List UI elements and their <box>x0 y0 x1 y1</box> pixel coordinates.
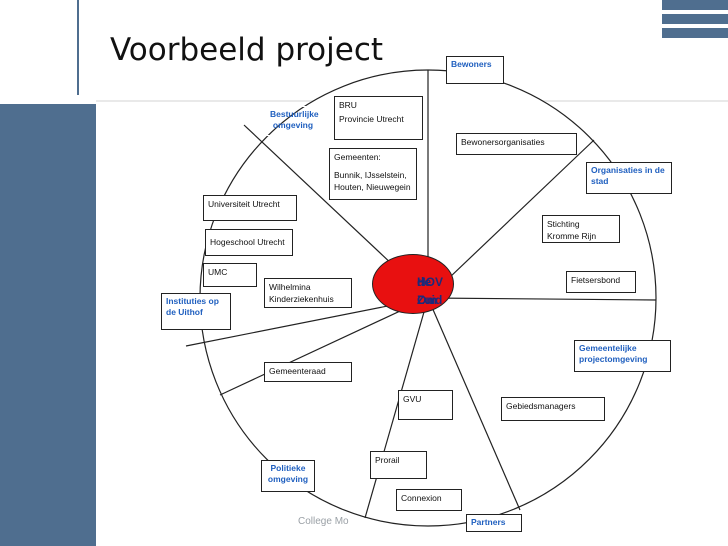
page-title: Voorbeeld project <box>110 32 384 68</box>
stakeholder-bewonersorganisaties: Bewonersorganisaties <box>456 133 577 155</box>
category-label: Politieke <box>270 463 306 473</box>
footer-text: College Mo <box>298 516 349 527</box>
center-line-2: de Zuid <box>417 275 443 307</box>
category-label: omgeving <box>272 120 314 130</box>
stakeholder-gemeenteraad: Gemeenteraad <box>264 362 352 382</box>
stakeholder-label: BRU <box>339 100 357 110</box>
category-partners: Partners <box>466 514 522 532</box>
stakeholder-label: Prorail <box>375 455 400 465</box>
stakeholder-label: Universiteit Utrecht <box>208 199 280 209</box>
stakeholder-label: Gemeenteraad <box>269 366 326 376</box>
category-label: projectomgeving <box>579 354 648 364</box>
spoke-bottom <box>364 297 429 519</box>
stakeholder-universiteit-utrecht: Universiteit Utrecht <box>203 195 297 221</box>
stakeholder-label: Gebiedsmanagers <box>506 401 576 411</box>
spoke-upper-right <box>427 139 595 299</box>
stakeholder-label: Houten, Nieuwegein <box>334 182 411 192</box>
category-label: Bestuurlijke <box>270 109 319 119</box>
stakeholder-label: Wilhelmina <box>269 282 311 292</box>
stakeholder-gvu: GVU <box>398 390 453 420</box>
stakeholder-label: Hogeschool Utrecht <box>210 237 285 247</box>
stakeholder-label: UMC <box>208 267 228 277</box>
stakeholder-gebiedsmanagers: Gebiedsmanagers <box>501 397 605 421</box>
stakeholder-connexion: Connexion <box>396 489 462 511</box>
decorative-vertical-line <box>77 0 79 95</box>
category-label: omgeving <box>267 474 309 484</box>
stakeholder-label: Provincie Utrecht <box>339 114 404 124</box>
stakeholder-fietsersbond: Fietsersbond <box>566 271 636 293</box>
category-bewoners: Bewoners <box>446 56 504 84</box>
category-label: Partners <box>471 517 506 527</box>
center-line-1: HOV Om <box>417 275 444 307</box>
category-label: Organisaties in de <box>591 165 665 175</box>
stakeholder-label: Kromme Rijn <box>547 231 597 241</box>
stripes-icon <box>662 0 728 54</box>
stakeholder-label: Gemeenten: <box>334 152 381 162</box>
stakeholder-label: Kinderziekenhuis <box>269 294 334 304</box>
category-label: Instituties op <box>166 296 219 306</box>
stakeholder-label: GVU <box>403 394 422 404</box>
stakeholder-gemeenten: Gemeenten: Bunnik, IJsselstein, Houten, Ni… <box>329 148 417 200</box>
stakeholder-label: Bewonersorganisaties <box>461 137 545 147</box>
spoke-lower-left <box>219 297 429 396</box>
sidebar-top-panel <box>0 0 96 104</box>
spoke-right <box>427 297 657 301</box>
stakeholder-prorail: Prorail <box>370 451 427 479</box>
stakeholder-umc: UMC <box>203 263 257 287</box>
stakeholder-label: Stichting <box>547 219 580 229</box>
category-label: stad <box>591 176 609 186</box>
category-label: de Uithof <box>166 307 203 317</box>
category-label: Bewoners <box>451 59 492 69</box>
category-label: Gemeentelijke <box>579 343 637 353</box>
stakeholder-label: Fietsersbond <box>571 275 621 285</box>
stakeholder-label: Connexion <box>401 493 442 503</box>
stakeholder-bru-provincie: BRU Provincie Utrecht <box>334 96 423 140</box>
spoke-lower-right <box>427 297 521 511</box>
stakeholder-hogeschool-utrecht: Hogeschool Utrecht <box>205 229 293 256</box>
stakeholder-label: Bunnik, IJsselstein, <box>334 170 407 180</box>
